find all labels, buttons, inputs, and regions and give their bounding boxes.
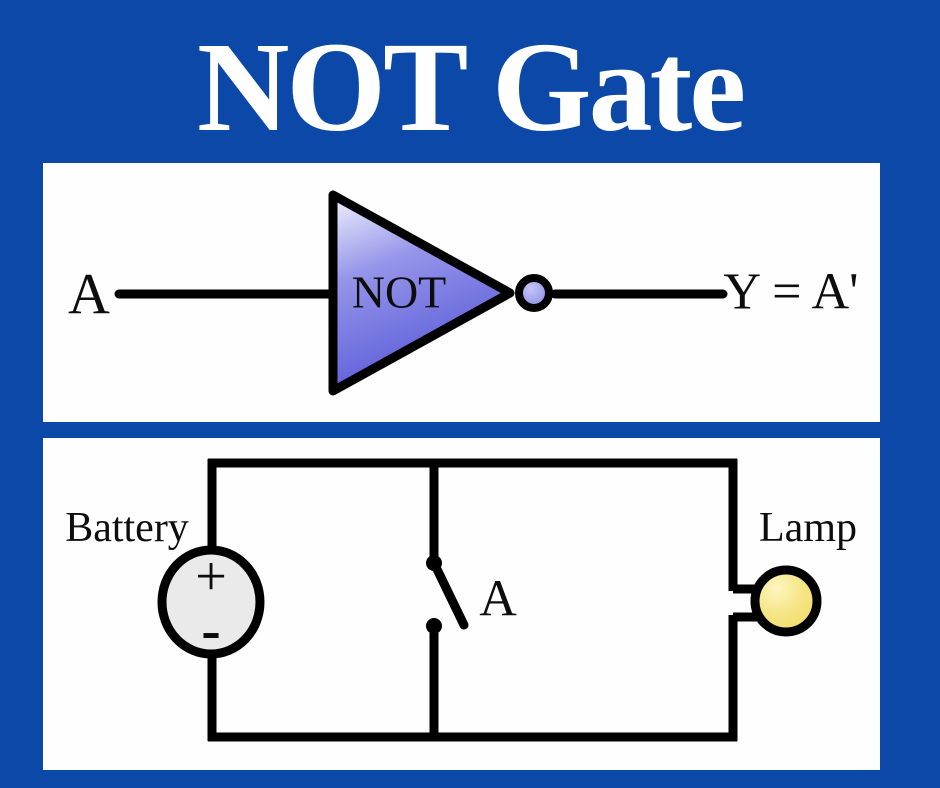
- lamp-label: Lamp: [759, 505, 857, 551]
- page-title: NOT Gate: [196, 15, 746, 158]
- switch-contact-bottom: [426, 618, 442, 634]
- lamp-icon: [750, 565, 822, 637]
- gate-output-label: Y = A': [723, 264, 858, 321]
- title-banner: NOT Gate: [0, 0, 940, 163]
- battery-positive-sign: +: [195, 546, 227, 608]
- inversion-bubble-icon: [515, 274, 553, 312]
- circuit-panel: Battery + - A Lamp: [43, 438, 880, 770]
- gate-name-label: NOT: [352, 267, 447, 318]
- gate-symbol-panel: A NOT Y = A': [43, 163, 880, 422]
- not-gate-symbol-diagram: A NOT Y = A': [68, 190, 859, 396]
- gate-input-label: A: [68, 262, 110, 327]
- not-gate-circuit-diagram: Battery + - A Lamp: [65, 458, 857, 742]
- battery-negative-sign: -: [201, 598, 220, 663]
- inverter-triangle: [328, 190, 515, 396]
- battery-icon: [157, 545, 265, 659]
- switch-arm: [429, 558, 469, 630]
- battery-label: Battery: [65, 505, 189, 551]
- switch-label: A: [479, 571, 517, 628]
